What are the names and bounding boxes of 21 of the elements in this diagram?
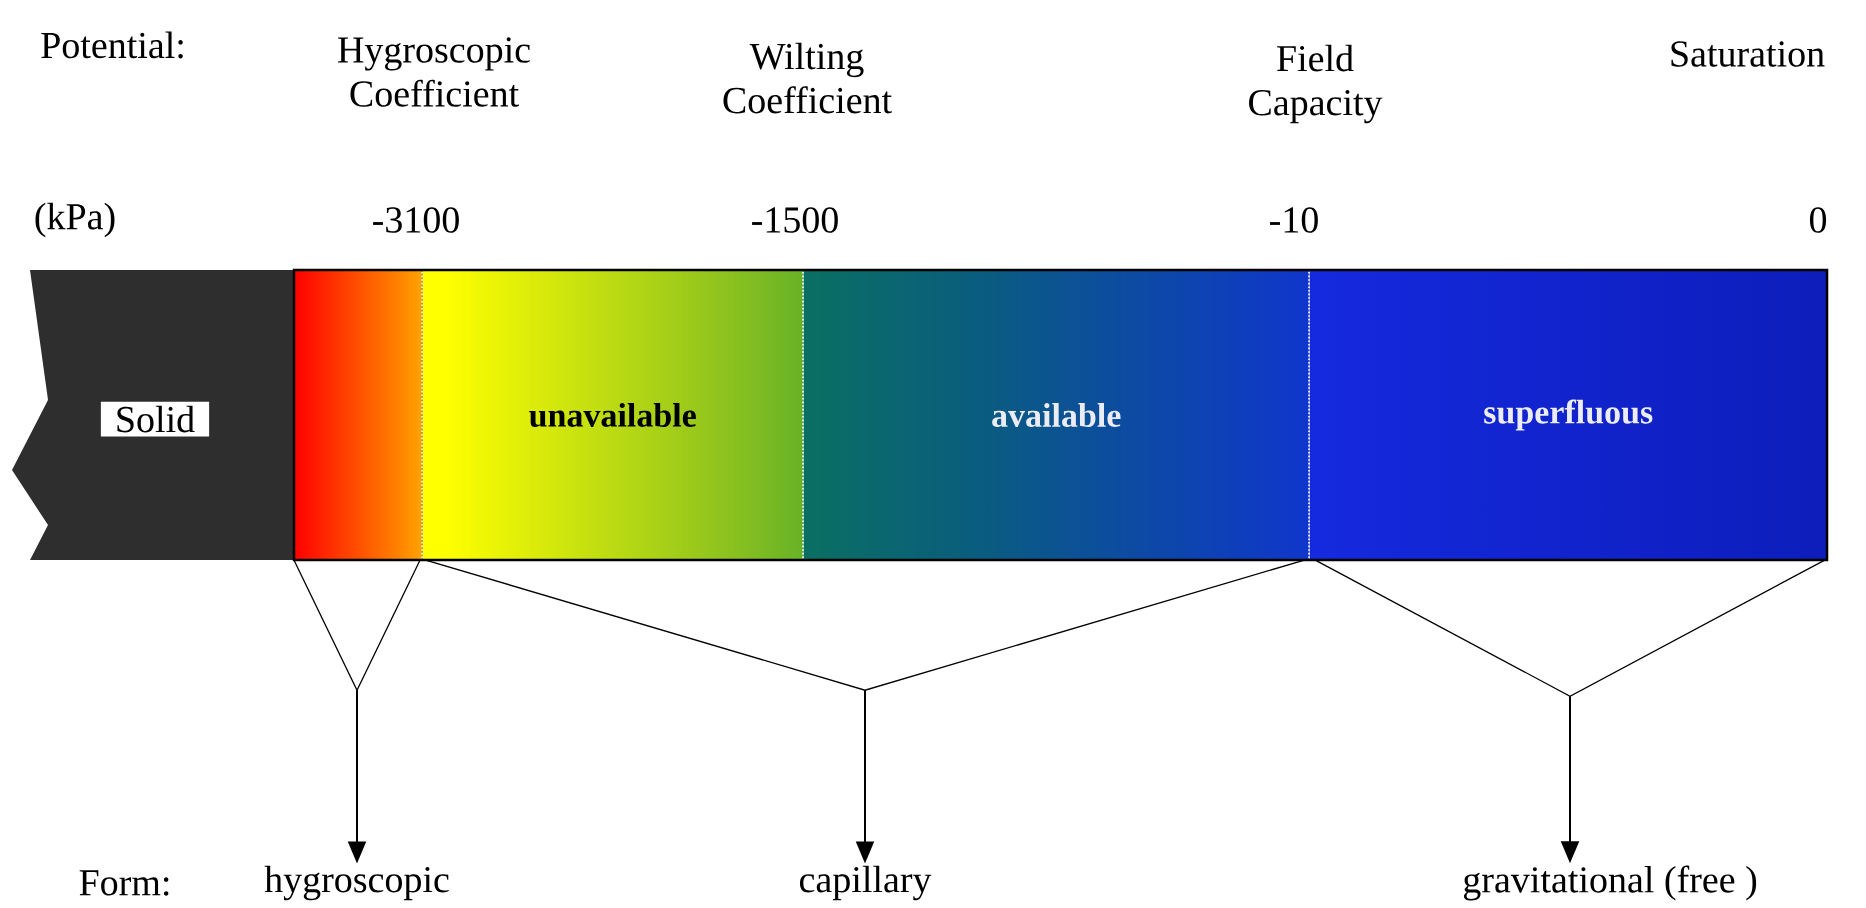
water-zone (294, 269, 423, 561)
bracket (293, 559, 421, 692)
axis-label: Form: (79, 870, 169, 896)
form-label: hygroscopic (264, 865, 449, 901)
water-zone: unavailable (529, 403, 696, 427)
value-label: -10 (1270, 207, 1318, 233)
value-label: 0 (1809, 207, 1827, 233)
value-label: -1500 (752, 207, 838, 233)
threshold-label: Hygroscopic Coefficient (338, 37, 530, 107)
value-label: -3100 (373, 207, 459, 233)
form-label: capillary (800, 865, 932, 901)
axis-label: Potential: (41, 31, 183, 59)
solid-label-box: Solid (100, 401, 210, 437)
bracket (1314, 559, 1826, 697)
threshold-label: Wilting Coefficient (723, 42, 892, 114)
form-label: gravitational (free ) (1463, 865, 1757, 901)
threshold-label: Saturation (1671, 41, 1825, 67)
water-zone: available (992, 403, 1121, 427)
axis-label: (kPa) (35, 202, 115, 238)
threshold-label: Field Capacity (1249, 44, 1383, 124)
water-zone: superfluous (1484, 399, 1653, 431)
